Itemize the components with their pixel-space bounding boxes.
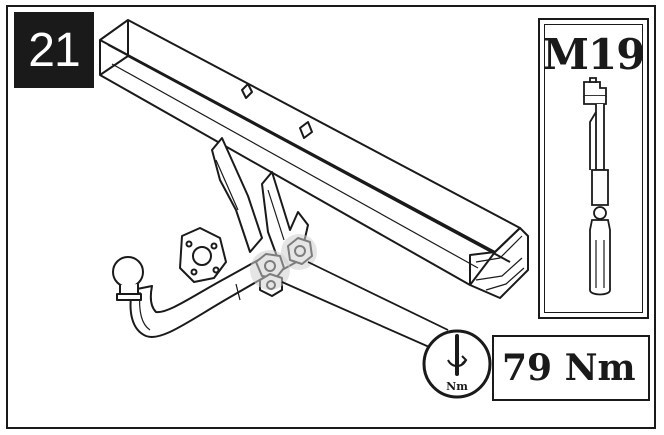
torque-callout	[492, 335, 650, 401]
crossbar-beam	[99, 19, 529, 299]
torque-highlight	[250, 234, 317, 290]
tool-panel: M19	[538, 18, 649, 319]
torque-icon-label: Nm	[446, 380, 468, 393]
torque-wrench-icon: Nm	[422, 329, 492, 399]
callout-leader-lines	[281, 261, 449, 351]
torque-value: 79 Nm	[502, 347, 636, 389]
socket-flange-plate	[179, 227, 227, 283]
tow-ball	[112, 256, 144, 301]
tool-size-label: M19	[542, 30, 646, 79]
step-number: 21	[14, 12, 94, 88]
socket-wrench-icon	[583, 77, 611, 296]
